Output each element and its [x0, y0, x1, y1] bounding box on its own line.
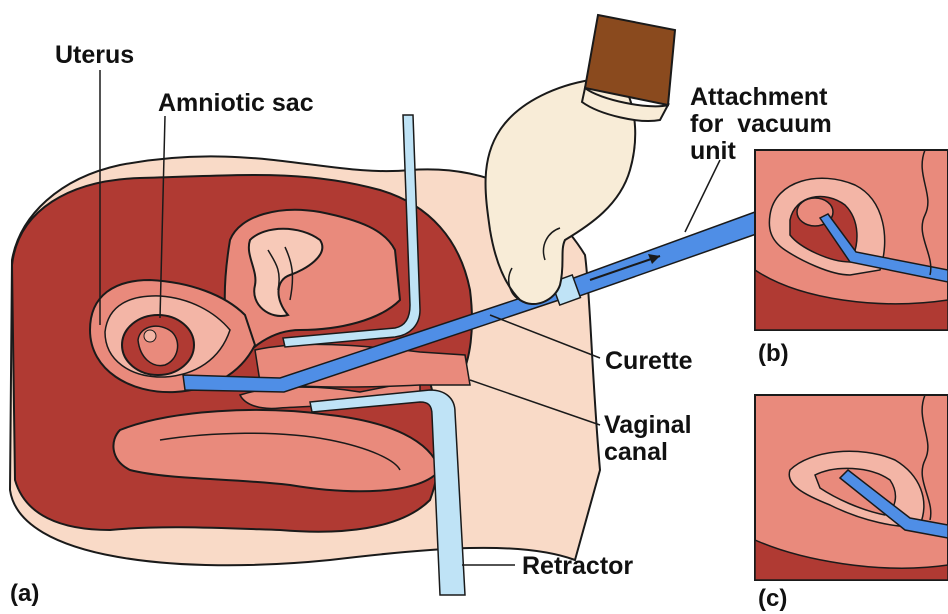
label-amniotic-sac: Amniotic sac [158, 90, 314, 117]
label-retractor: Retractor [522, 553, 633, 580]
panel-c-illustration [755, 395, 948, 580]
label-vaginal-canal: Vaginal canal [604, 412, 692, 466]
panel-b-illustration [755, 150, 948, 330]
label-attachment: Attachment for vacuum unit [690, 84, 832, 165]
panel-label-a: (a) [10, 580, 39, 608]
label-uterus: Uterus [55, 42, 134, 69]
vacuum-hose [560, 212, 762, 300]
label-vaginal-line1: Vaginal [604, 412, 692, 439]
sleeve [585, 15, 675, 105]
title-strip [0, 0, 948, 4]
label-curette: Curette [605, 348, 693, 375]
label-attachment-line3: unit [690, 138, 832, 165]
label-attachment-line2: for vacuum [690, 111, 832, 138]
panel-label-b: (b) [758, 340, 789, 368]
panel-label-c: (c) [758, 585, 787, 613]
label-vaginal-line2: canal [604, 439, 692, 466]
label-attachment-line1: Attachment [690, 84, 832, 111]
